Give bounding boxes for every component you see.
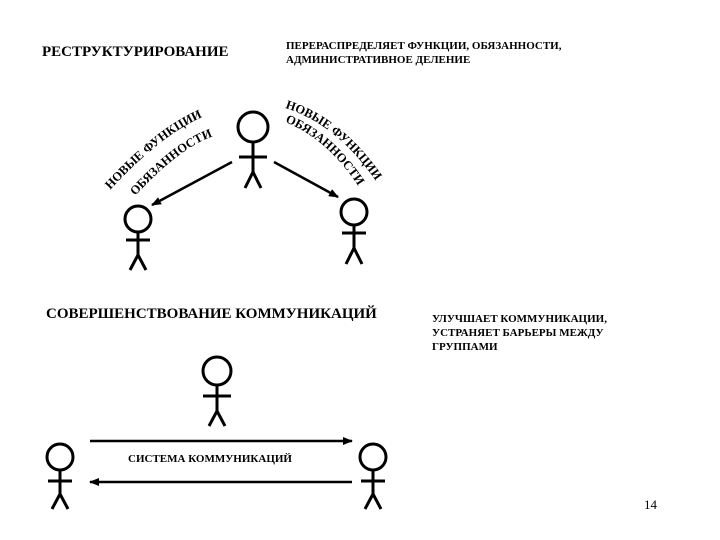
restructuring-description: ПЕРЕРАСПРЕДЕЛЯЕТ ФУНКЦИИ, ОБЯЗАННОСТИ, А… <box>286 40 561 68</box>
employee-figure-right <box>339 197 369 265</box>
arrow-to-right-employee <box>273 160 339 199</box>
communications-description-line-1: УЛУЧШАЕТ КОММУНИКАЦИИ, <box>432 313 607 325</box>
person-figure-right <box>358 442 388 510</box>
restructuring-title: РЕСТРУКТУРИРОВАНИЕ <box>42 44 229 60</box>
communications-description: УЛУЧШАЕТ КОММУНИКАЦИИ, УСТРАНЯЕТ БАРЬЕРЫ… <box>432 313 607 354</box>
page-number: 14 <box>644 497 657 512</box>
employee-figure-left <box>123 204 153 271</box>
communications-description-line-3: ГРУППАМИ <box>432 340 498 353</box>
communications-description-line-2: УСТРАНЯЕТ БАРЬЕРЫ МЕЖДУ <box>432 326 604 339</box>
manager-figure-center <box>201 355 233 427</box>
arrow-to-left-employee <box>151 160 233 207</box>
restructuring-description-line-1: ПЕРЕРАСПРЕДЕЛЯЕТ ФУНКЦИИ, ОБЯЗАННОСТИ, <box>286 40 562 52</box>
right-arc-label-line-1: НОВЫЕ ФУНКЦИИ <box>284 98 385 183</box>
manager-figure-top <box>236 110 270 189</box>
restructuring-description-line-2: АДМИНИСТРАТИВНОЕ ДЕЛЕНИЕ <box>286 53 471 66</box>
system-of-communications-label: СИСТЕМА КОММУНИКАЦИЙ <box>128 453 292 465</box>
person-figure-left <box>45 442 75 510</box>
communications-title: СОВЕРШЕНСТВОВАНИЕ КОММУНИКАЦИЙ <box>46 306 377 322</box>
